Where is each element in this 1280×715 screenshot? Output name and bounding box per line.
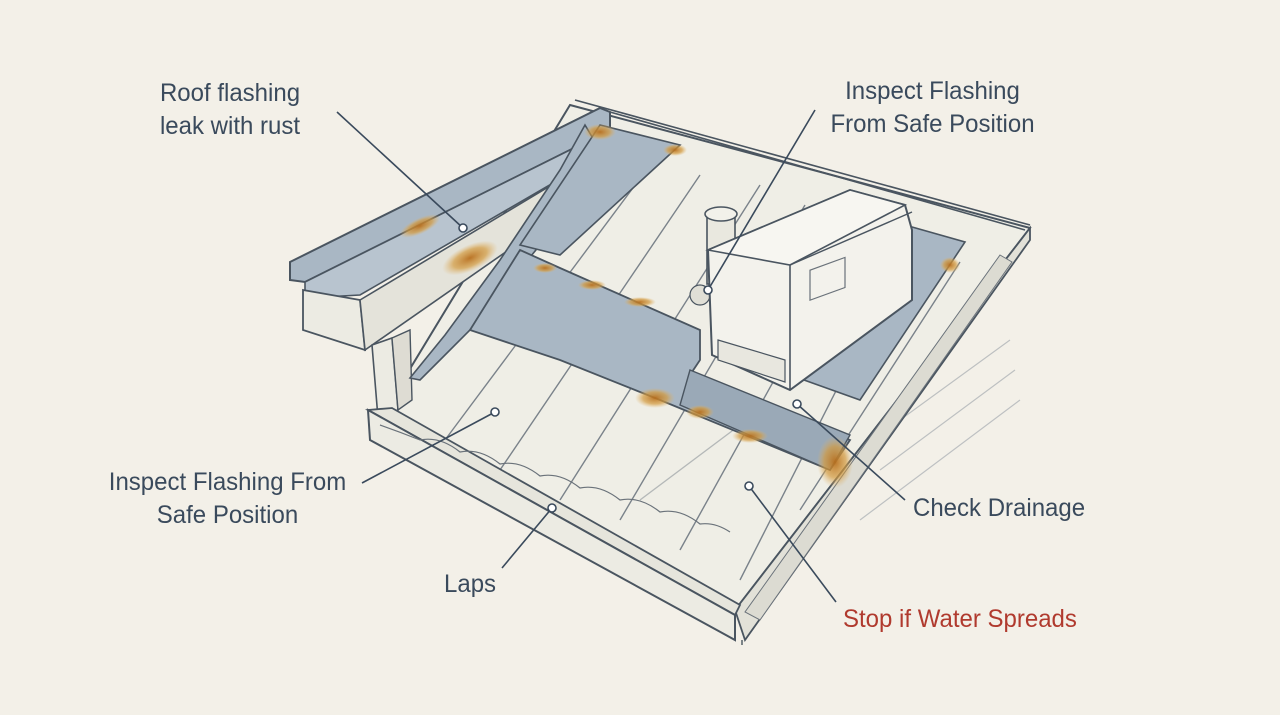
- ridge-line: [574, 99, 1031, 231]
- flashing-channel: [468, 248, 852, 472]
- leader-points: [458, 223, 802, 513]
- leader-point-stop-water: [744, 481, 754, 491]
- leader-stop-if-water-spreads: [748, 485, 837, 603]
- rust-spots: [399, 124, 960, 488]
- label-check-drainage: Check Drainage: [913, 494, 1086, 522]
- label-inspect-flashing-left: Inspect Flashing From Safe Position: [108, 468, 347, 529]
- label-inspect-flashing-top: Inspect Flashing From Safe Position: [830, 77, 1035, 138]
- leader-check-drainage: [796, 403, 906, 501]
- leader-point-inspect-top: [703, 285, 713, 295]
- leader-point-roof-flashing: [458, 223, 468, 233]
- leader-point-laps: [547, 503, 557, 513]
- leader-laps: [501, 507, 553, 569]
- rooftop-unit: [705, 188, 913, 392]
- label-roof-flashing-leak: Roof flashing leak with rust: [159, 79, 301, 140]
- leader-roof-flashing-leak: [336, 111, 464, 229]
- label-stop-if-water-spreads: Stop if Water Spreads: [843, 605, 1077, 633]
- label-laps: Laps: [444, 570, 497, 598]
- leader-point-inspect-left: [490, 407, 500, 417]
- flashing-band-top: [518, 124, 682, 256]
- leader-lines: [336, 109, 906, 603]
- leader-inspect-flashing-left: [361, 411, 496, 484]
- leader-inspect-flashing-top: [707, 109, 816, 291]
- background-sketch-lines: [859, 339, 1021, 521]
- leader-point-check-drainage: [792, 399, 802, 409]
